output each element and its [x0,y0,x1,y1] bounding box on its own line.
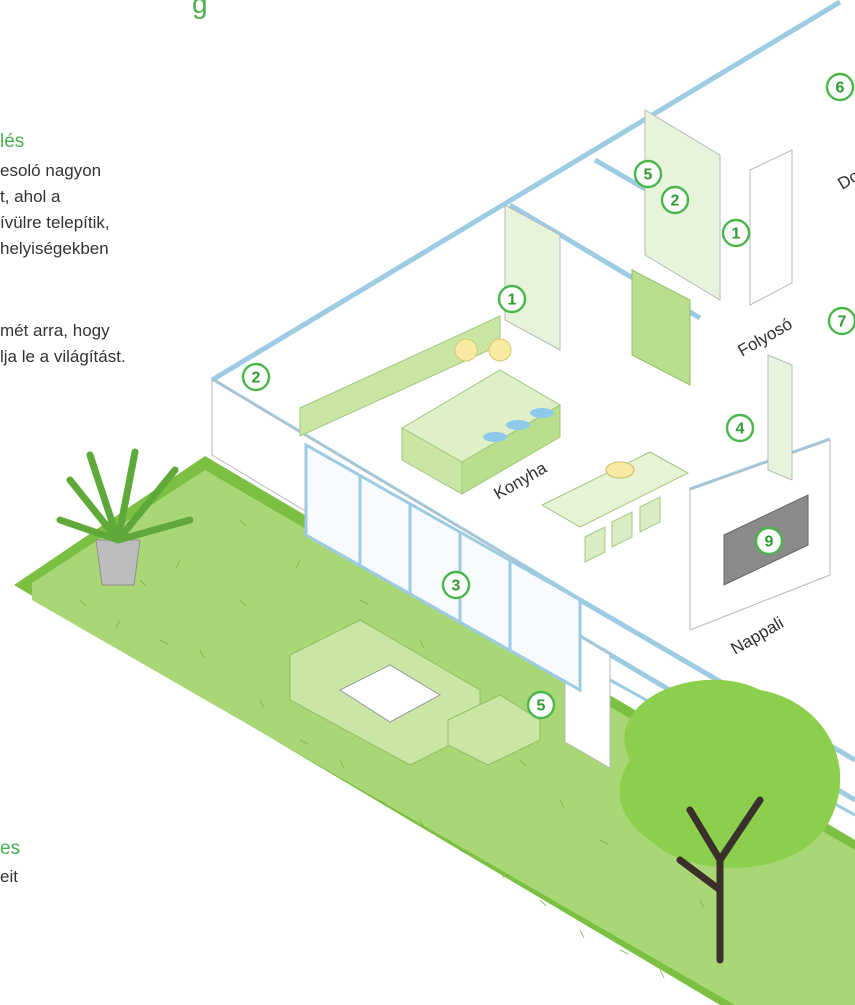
svg-text:2: 2 [252,370,261,387]
svg-text:4: 4 [736,421,745,438]
marker-3[interactable]: 3 [441,570,471,600]
para-2-line-2: lja le a világítást. [0,347,126,366]
tree [619,679,841,964]
svg-text:3: 3 [452,578,461,595]
para-1-line-3: ívülre telepítik, [0,213,110,232]
dining-area [540,451,690,563]
marker-6[interactable]: 6 [825,72,855,102]
svg-text:2: 2 [671,193,680,210]
para-1-line-2: t, ahol a [0,187,61,206]
svg-text:1: 1 [732,226,741,243]
marker-2-top[interactable]: 2 [660,185,690,215]
marker-7[interactable]: 7 [827,306,855,336]
para-1-line-1: esoló nagyon [0,161,102,180]
section-heading-2: es [0,838,21,859]
svg-text:6: 6 [836,80,845,97]
kitchen [299,315,561,495]
para-1-line-4: helyiségekben [0,239,109,258]
svg-text:5: 5 [537,698,546,715]
potted-plant [56,448,194,586]
marker-1-top[interactable]: 1 [721,218,751,248]
para-2-line-1: mét arra, hogy [0,321,110,340]
svg-text:5: 5 [644,167,653,184]
marker-2-left[interactable]: 2 [241,362,271,392]
top-partial-title: g [192,0,208,19]
marker-4[interactable]: 4 [725,413,755,443]
svg-text:9: 9 [765,534,774,551]
marker-5-top[interactable]: 5 [633,159,663,189]
wardrobe [631,269,691,386]
marker-1-kitchen[interactable]: 1 [497,284,527,314]
room-label-dolgozo: Do [835,166,855,193]
garden-sofa [289,619,541,766]
marker-9[interactable]: 9 [754,526,784,556]
svg-text:7: 7 [838,314,847,331]
para-3-line-1: eit [0,867,18,886]
grass-texture [79,519,705,979]
svg-text:1: 1 [508,292,517,309]
marker-5-garden[interactable]: 5 [526,690,556,720]
section-heading-1: lés [0,131,25,152]
